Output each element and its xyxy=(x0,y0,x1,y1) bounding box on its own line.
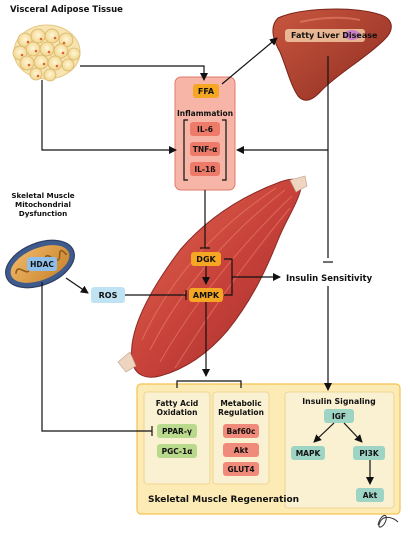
pgc-label: PGC-1α xyxy=(162,447,193,456)
insulin-sensitivity-label: Insulin Sensitivity xyxy=(286,274,373,284)
glut4-label: GLUT4 xyxy=(227,465,254,474)
inflammation-bracket-right xyxy=(222,119,227,181)
igf-pill xyxy=(324,409,354,423)
pi3k-pill xyxy=(353,446,385,460)
ros-label: ROS xyxy=(99,291,118,300)
fatty-liver-label: Fatty Liver Disease xyxy=(291,31,378,40)
hdac-label: HDAC xyxy=(30,260,54,269)
metreg-title-line2: Regulation xyxy=(218,408,264,417)
fao-title-line2: Oxidation xyxy=(157,408,198,417)
inflammation-bracket-left xyxy=(183,119,188,181)
il1b-pill xyxy=(190,162,220,176)
arrow-adipose-to-ffa xyxy=(80,65,208,81)
mapk-pill xyxy=(291,446,325,460)
inflammation-label: Inflammation xyxy=(177,109,233,118)
akt-label: Akt xyxy=(234,446,249,455)
akt-pill xyxy=(223,443,259,457)
skm-title-line1: Skeletal Muscle xyxy=(11,191,74,200)
pi3k-label: PI3K xyxy=(359,449,380,458)
pgc-pill xyxy=(157,444,197,458)
hdac-pill xyxy=(27,257,57,271)
connectors xyxy=(41,37,374,485)
adipose-label: Visceral Adipose Tissue xyxy=(10,5,123,15)
dgk-label: DGK xyxy=(196,255,216,264)
arrow-igf-pi3k xyxy=(343,422,363,443)
ffa-pill xyxy=(193,84,219,98)
insulin-signaling-title: Insulin Signaling xyxy=(302,397,375,406)
adipose-tissue-illustration xyxy=(12,24,81,82)
metreg-title-line1: Metabolic xyxy=(220,399,261,408)
skm-title-line3: Dysfunction xyxy=(19,209,68,218)
split-line xyxy=(176,380,242,388)
arrow-ffa-to-liver xyxy=(221,37,278,85)
arrow-igf-mapk xyxy=(313,422,335,443)
mapk-label: MAPK xyxy=(296,449,322,458)
il1b-label: IL-1ß xyxy=(194,165,216,174)
akt2-label: Akt xyxy=(363,491,378,500)
signature-mark xyxy=(377,514,399,528)
dgk-pill xyxy=(191,252,221,266)
baf60c-pill xyxy=(223,424,259,438)
regeneration-title: Skeletal Muscle Regeneration xyxy=(148,495,299,505)
ppar-pill xyxy=(157,424,197,438)
il6-pill xyxy=(190,122,220,136)
ampk-label: AMPK xyxy=(193,291,220,300)
arrow-mito-to-ros xyxy=(65,277,89,294)
inhibit-hdac-ppar xyxy=(41,282,152,432)
ampk-pill xyxy=(189,288,223,302)
ros-pill xyxy=(91,287,125,303)
akt2-pill xyxy=(356,488,384,502)
fao-title-line1: Fatty Acid xyxy=(156,399,199,408)
tnf-pill xyxy=(190,142,220,156)
il6-label: IL-6 xyxy=(197,125,213,134)
igf-label: IGF xyxy=(332,412,346,421)
skm-title-line2: Mitochondrial xyxy=(15,200,71,209)
baf60c-label: Baf60c xyxy=(227,427,256,436)
glut4-pill xyxy=(223,462,259,476)
arrow-adipose-to-inflammation xyxy=(41,80,177,154)
ppar-label: PPAR-γ xyxy=(162,427,192,436)
tnf-label: TNF-α xyxy=(193,145,218,154)
liver-illustration xyxy=(272,8,392,101)
ffa-label: FFA xyxy=(198,87,215,96)
